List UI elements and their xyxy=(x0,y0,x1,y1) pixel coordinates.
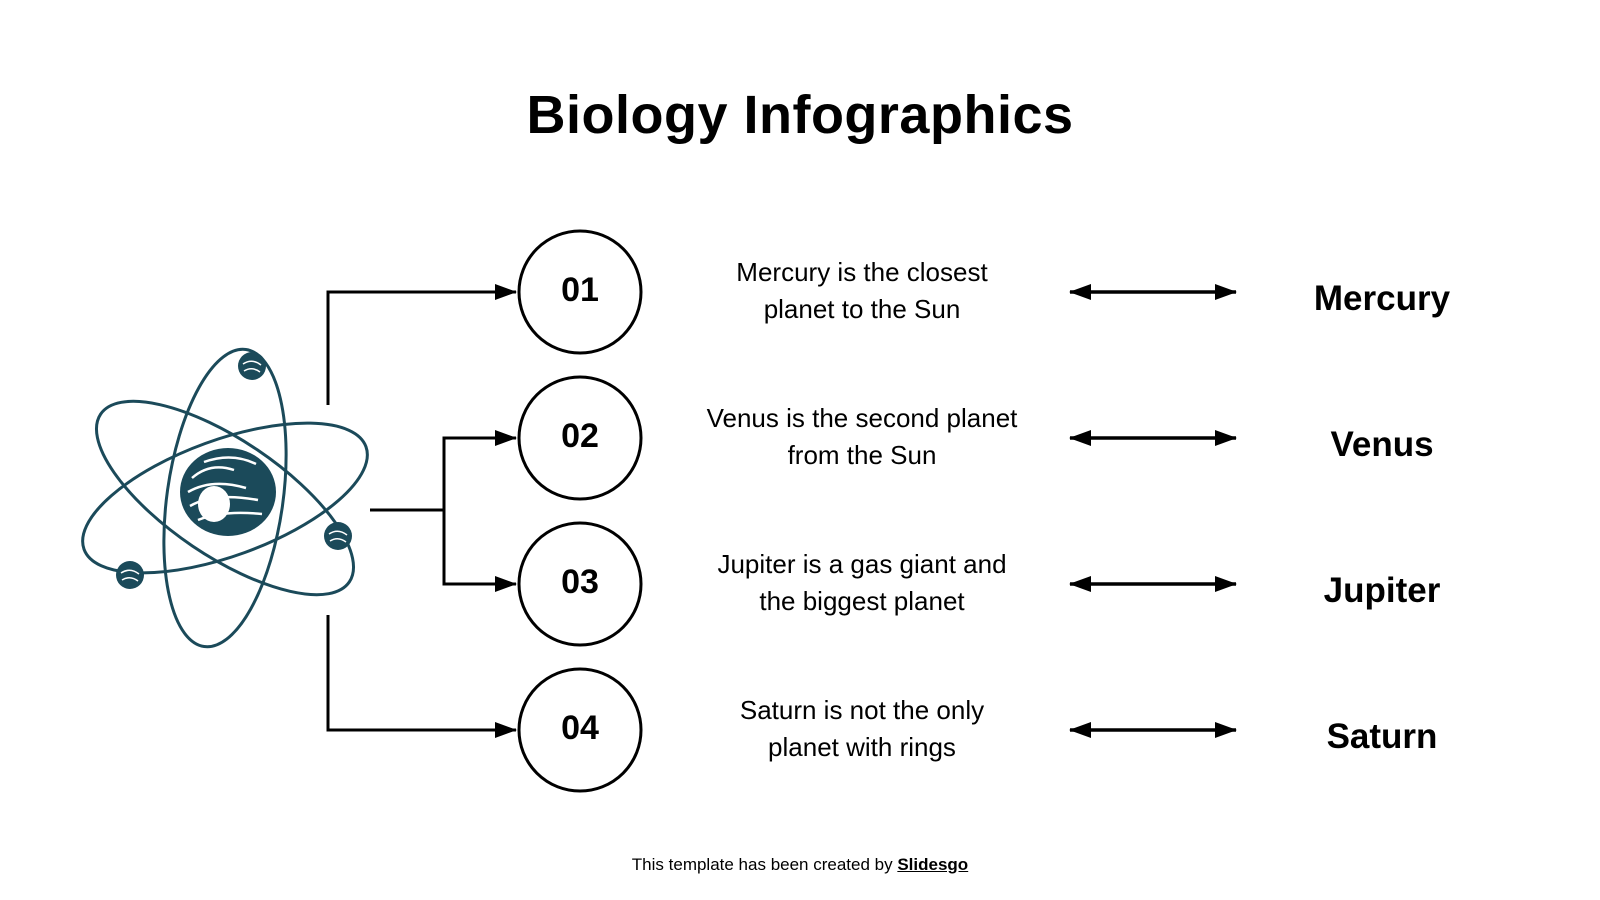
number-circle-03 xyxy=(517,521,643,647)
planet-name: Jupiter xyxy=(1323,571,1441,610)
number-circle-04 xyxy=(517,667,643,793)
page-title: Biology Infographics xyxy=(526,85,1074,145)
description-line: from the Sun xyxy=(787,440,937,470)
footer: This template has been created by Slides… xyxy=(0,855,1600,875)
connectors xyxy=(326,284,517,738)
description-line: Saturn is not the only xyxy=(739,695,985,725)
description: Venus is the second planet from the Sun xyxy=(652,400,1072,474)
description-line: the biggest planet xyxy=(759,586,965,616)
description-line: Mercury is the closest xyxy=(736,257,988,287)
electron xyxy=(324,522,352,550)
description-line: planet with rings xyxy=(768,732,956,762)
step-number: 02 xyxy=(561,417,599,455)
description: Jupiter is a gas giant and the biggest p… xyxy=(652,546,1072,620)
electron xyxy=(238,352,266,380)
number-circle-02 xyxy=(517,375,643,501)
description-line: Jupiter is a gas giant and xyxy=(717,549,1007,579)
planet-name: Mercury xyxy=(1313,279,1451,318)
step-number: 01 xyxy=(561,271,599,309)
connector-02 xyxy=(442,430,517,510)
electron xyxy=(116,561,144,589)
description-line: planet to the Sun xyxy=(763,294,961,324)
number-circle-01 xyxy=(517,229,643,355)
planet-name: Venus xyxy=(1330,425,1434,464)
double-arrows xyxy=(1069,284,1237,738)
connector-01 xyxy=(326,284,517,405)
description: Mercury is the closest planet to the Sun xyxy=(652,254,1072,328)
slidesgo-link[interactable]: Slidesgo xyxy=(897,855,969,874)
step-number: 04 xyxy=(561,709,599,747)
connector-03 xyxy=(442,510,517,592)
step-number: 03 xyxy=(561,563,599,601)
footer-text: This template has been created by xyxy=(631,855,898,874)
description: Saturn is not the only planet with rings xyxy=(652,692,1072,766)
planet-name: Saturn xyxy=(1326,717,1438,756)
nucleus xyxy=(180,448,276,536)
atom-icon xyxy=(81,347,369,649)
connector-04 xyxy=(326,615,517,738)
description-line: Venus is the second planet xyxy=(706,403,1018,433)
